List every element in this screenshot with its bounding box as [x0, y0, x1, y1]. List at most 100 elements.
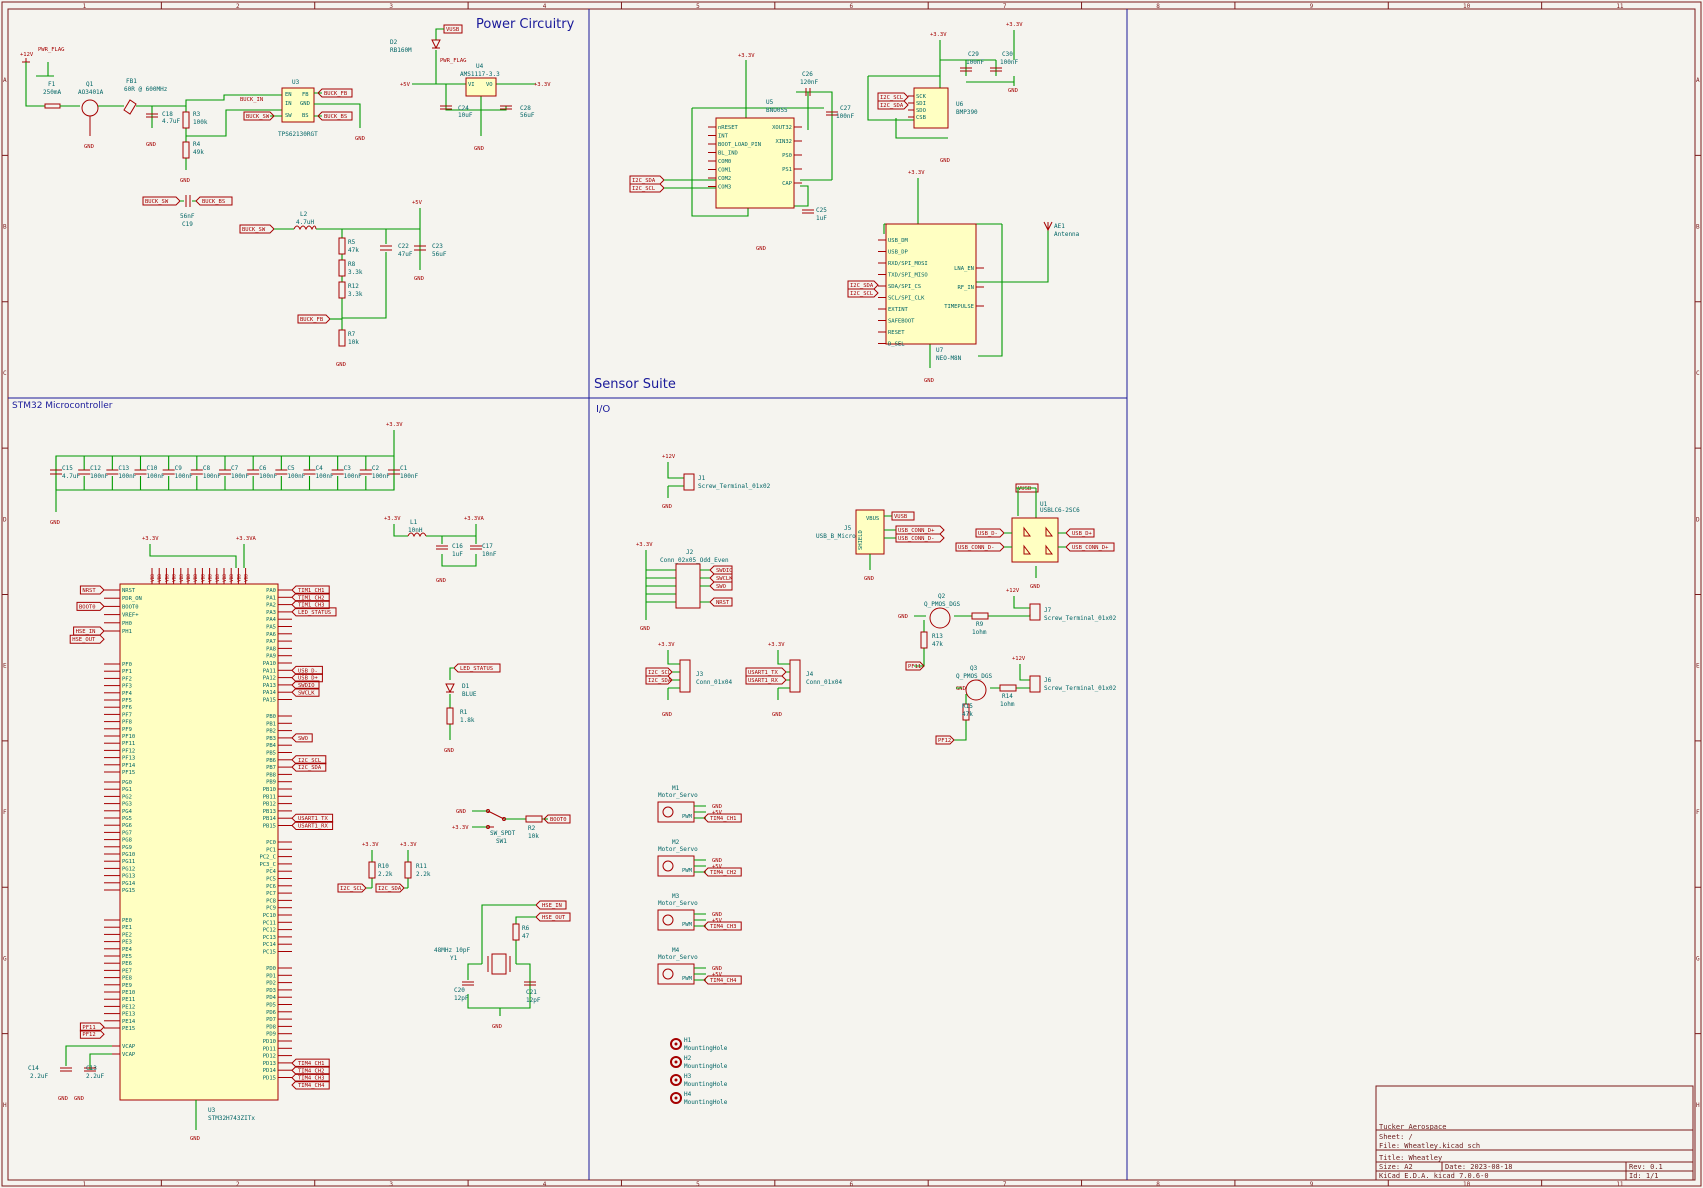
- mcu-pin-name: PE14: [122, 1019, 136, 1025]
- decap-value: 100nF: [372, 473, 390, 480]
- mcu-pin-name: PF6: [122, 705, 132, 711]
- mcu-pin-name: PG15: [122, 888, 135, 894]
- mcu-net-label-text: PF12: [82, 1032, 95, 1038]
- pwr-flag-label: PWR_FLAG: [38, 47, 65, 53]
- mcu-pin-name: PG4: [122, 809, 133, 815]
- servo-value: Motor_Servo: [658, 846, 698, 853]
- c19-value: 56nF: [180, 213, 195, 220]
- label-swo-j2: SWO: [709, 581, 733, 591]
- c28-ref: C28: [520, 105, 531, 112]
- u4-ldo: [465, 77, 497, 97]
- mcu-ref: U3: [208, 1107, 216, 1114]
- svg-text:USB_CONN_D+: USB_CONN_D+: [1072, 545, 1109, 551]
- label-usb-conn-dp-u1: USB_CONN_D+: [1065, 542, 1115, 552]
- mcu-net-label: [291, 762, 327, 772]
- border-col-marker: 1: [83, 3, 87, 10]
- pin-name: EXTINT: [888, 307, 909, 313]
- pin-name: INT: [718, 134, 729, 140]
- u3-buck-regulator: [281, 87, 315, 123]
- c18-ref: C18: [162, 111, 173, 118]
- border-col-marker: 8: [1156, 1181, 1160, 1188]
- pin-name: PS0: [782, 153, 792, 159]
- l1-33va: +3.3VA: [464, 516, 485, 522]
- svg-text:VDD: VDD: [179, 574, 185, 582]
- mcu-net-label: [79, 1029, 105, 1039]
- svg-text:VUSB: VUSB: [446, 27, 460, 33]
- q2-gnd: GND: [898, 614, 908, 620]
- svg-text:VDD: VDD: [236, 574, 242, 582]
- r13-value: 47k: [932, 641, 943, 648]
- mcu-left-pins: NRSTPDR_ONBOOT0VREF+PH0PH1PF0PF1PF2PF3PF…: [104, 588, 142, 1058]
- j6-ref: J6: [1044, 677, 1052, 684]
- mcu-pin-name: NRST: [122, 588, 136, 594]
- l2-ref: L2: [300, 211, 308, 218]
- mcu-pin-name: PF5: [122, 698, 132, 704]
- mcu-pin-name: PA14: [263, 690, 277, 696]
- mcu-net-label-text: SWO: [298, 736, 308, 742]
- mcu-pin-name: PD11: [263, 1046, 276, 1052]
- mcu-33v: +3.3V: [142, 536, 159, 542]
- mcu-pin-name: BOOT0: [122, 604, 139, 610]
- mcu-pin-name: PD9: [266, 1032, 276, 1038]
- border-row-marker: C: [3, 370, 7, 377]
- label-swdio-j2: SWDIO: [709, 565, 733, 575]
- svg-text:BUCK_SW: BUCK_SW: [242, 227, 266, 233]
- mcu-pin-name: PC13: [263, 935, 276, 941]
- mcu-pin-name: PC12: [263, 928, 276, 934]
- servo-ref: M3: [672, 893, 680, 900]
- u5-ref: U5: [766, 99, 774, 106]
- d1-value: BLUE: [462, 691, 477, 698]
- fb1-ref: FB1: [126, 78, 137, 85]
- title-block: Tucker Aerospace Sheet: / File: Wheatley…: [1375, 1085, 1694, 1181]
- pin-name: COM1: [718, 168, 731, 174]
- label-nrst-j2: NRST: [709, 597, 733, 607]
- svg-text:GND: GND: [300, 101, 310, 107]
- c17-value: 10nF: [482, 551, 497, 558]
- r9-value: 1ohm: [972, 629, 987, 636]
- mcu-pin-name: PD4: [266, 995, 277, 1001]
- border-col-marker: 7: [1003, 3, 1007, 10]
- buck-in-label: BUCK_IN: [240, 97, 263, 103]
- mcu-pin-name: PC5: [266, 877, 276, 883]
- mcu-pin-name: PE7: [122, 968, 132, 974]
- c18-gnd: GND: [146, 142, 156, 148]
- u1-ref: U1: [1040, 501, 1048, 508]
- pin-name: COM2: [718, 176, 731, 182]
- mcu-pin-name: PE1: [122, 925, 132, 931]
- mcu-net-label: [291, 600, 330, 610]
- svg-text:VDD: VDD: [150, 574, 156, 582]
- j4-value: Conn_01x04: [806, 679, 843, 686]
- j4-gnd: GND: [772, 712, 782, 718]
- u6-33v-b: +3.3V: [1006, 22, 1023, 28]
- q2-value: Q_PMOS_DGS: [924, 601, 961, 608]
- mcu-pin-name: VCAP: [122, 1044, 136, 1050]
- r4-ref: R4: [193, 141, 201, 148]
- label-i2c-scl-u7: I2C_SCL: [847, 288, 879, 298]
- mcu-pin-name: PF13: [122, 756, 135, 762]
- r12-value: 3.3k: [348, 291, 363, 298]
- pin-name: CAP: [782, 181, 793, 187]
- decap-value: 100nF: [316, 473, 334, 480]
- mcu-pin-name: PDR_ON: [122, 596, 142, 602]
- border-row-marker: G: [1696, 955, 1700, 962]
- border-row-marker: D: [3, 516, 7, 523]
- border-col-marker: 7: [1003, 1181, 1007, 1188]
- label-usb-dm-u1: USB_D-: [975, 528, 1005, 538]
- servo-5v: +5V: [712, 918, 723, 924]
- svg-text:I2C_SCL: I2C_SCL: [648, 670, 672, 676]
- out-5v: +5V: [412, 200, 423, 206]
- c16-ref: C16: [452, 543, 463, 550]
- mcu-pin-name: PF2: [122, 676, 132, 682]
- svg-text:VUSB: VUSB: [1018, 486, 1032, 492]
- pin-name: CSB: [916, 115, 927, 121]
- j7-ref: J7: [1044, 607, 1052, 614]
- r4-gnd: GND: [180, 178, 190, 184]
- svg-text:FB: FB: [302, 92, 309, 98]
- q3-value: Q_PMOS_DGS: [956, 673, 993, 680]
- label-usb-conn-dm-j5: USB_CONN_D-: [895, 533, 945, 543]
- mcu-pin-name: PD14: [263, 1068, 277, 1074]
- q3-ref: Q3: [970, 665, 978, 672]
- mcu-pin-name: PC4: [266, 869, 277, 875]
